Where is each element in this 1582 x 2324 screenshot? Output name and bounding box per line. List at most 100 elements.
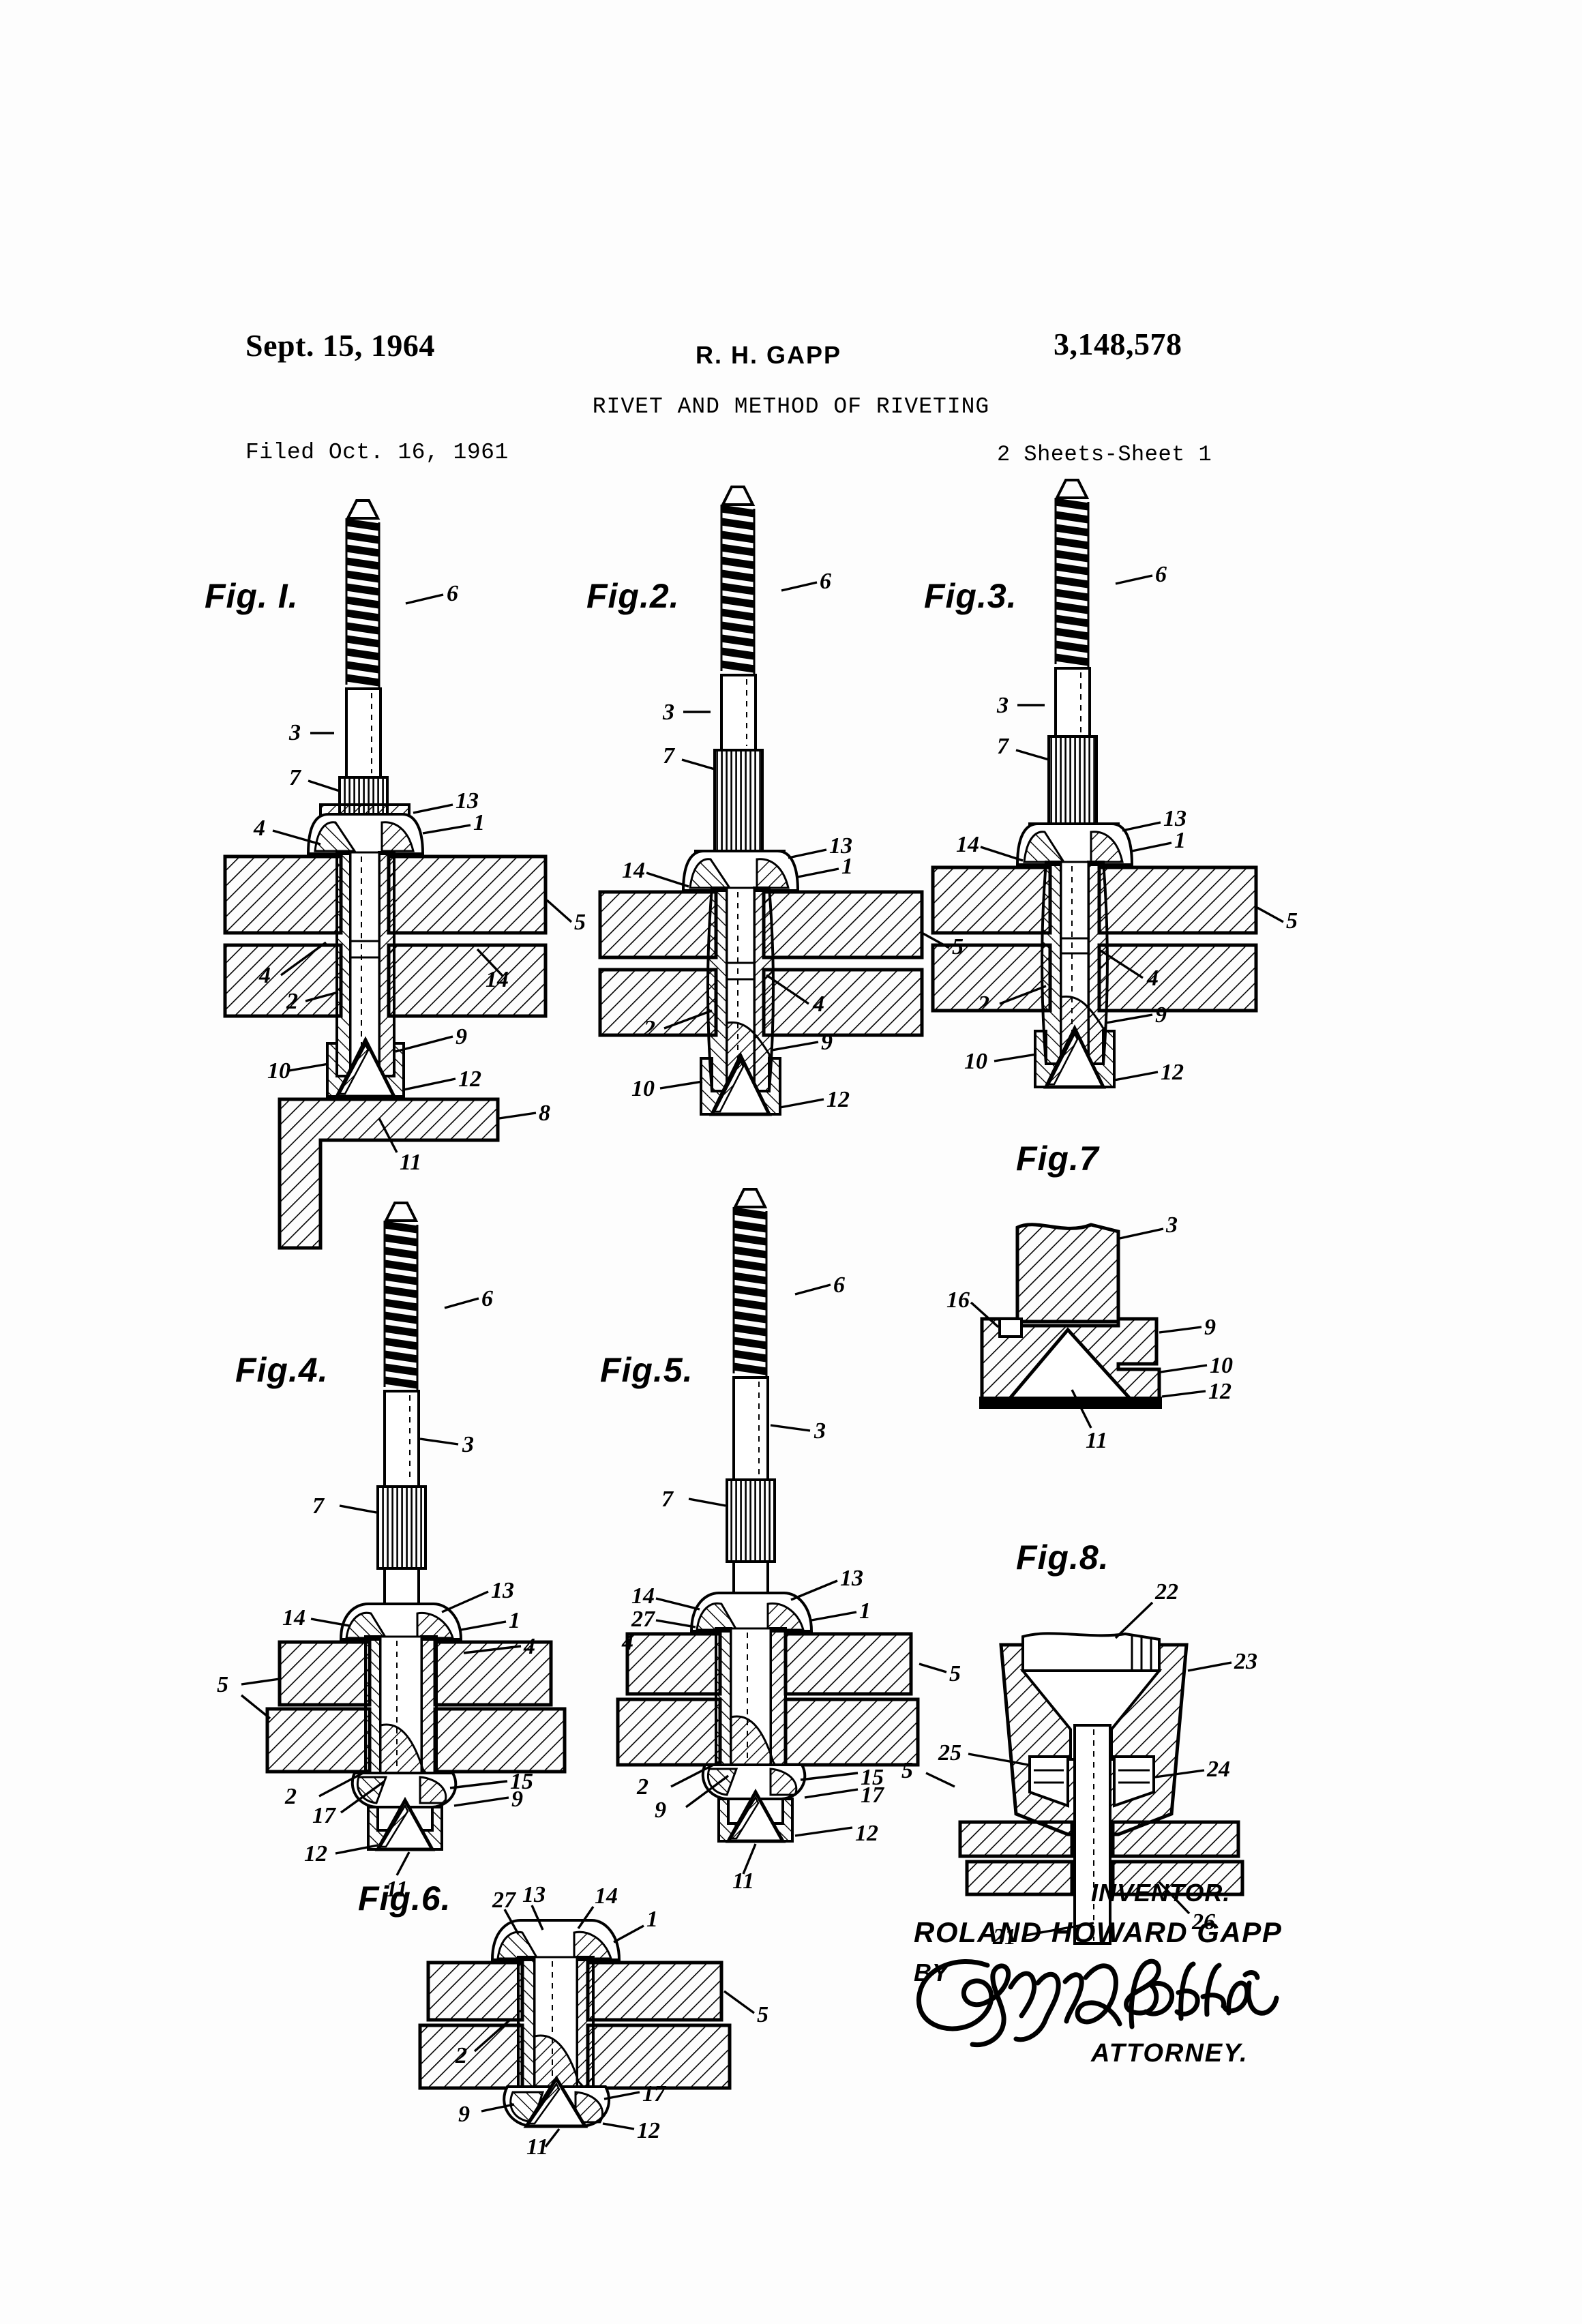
figure-4-drawing	[240, 1203, 567, 1876]
ref-numeral: 25	[938, 1740, 961, 1766]
ref-numeral: 10	[267, 1058, 290, 1084]
ref-numeral: 4	[622, 1630, 633, 1655]
ref-numeral: 7	[663, 743, 674, 769]
figure-1-caption: Fig. I.	[205, 577, 299, 615]
figure-6-caption: Fig.6.	[358, 1879, 451, 1918]
figure-3-drawing	[931, 480, 1284, 1089]
ref-numeral: 11	[732, 1868, 755, 1894]
ref-numeral: 9	[655, 1798, 666, 1823]
ref-numeral: 27	[492, 1888, 516, 1913]
ref-numeral: 14	[631, 1583, 655, 1609]
figure-4-caption: Fig.4.	[235, 1351, 329, 1389]
ref-numeral: 7	[997, 734, 1009, 759]
ref-numeral: 14	[486, 967, 509, 992]
figure-2-caption: Fig.2.	[586, 577, 680, 615]
ref-numeral: 1	[509, 1608, 520, 1633]
ref-numeral: 3	[997, 693, 1009, 718]
ref-numeral: 13	[491, 1578, 514, 1603]
ref-numeral: 6	[481, 1286, 493, 1311]
ref-numeral: 1	[841, 854, 853, 879]
ref-numeral: 9	[821, 1030, 833, 1055]
ref-numeral: 21	[993, 1924, 1016, 1950]
ref-numeral: 14	[622, 858, 645, 883]
ref-numeral: 22	[1155, 1579, 1178, 1605]
ref-numeral: 6	[447, 581, 458, 606]
ref-numeral: 15	[861, 1765, 884, 1790]
ref-numeral: 26	[1192, 1909, 1215, 1935]
ref-numeral: 2	[637, 1774, 648, 1800]
ref-numeral: 12	[855, 1821, 878, 1846]
ref-numeral: 2	[456, 2043, 467, 2068]
sheet-number: 2 Sheets-Sheet 1	[997, 442, 1212, 467]
ref-numeral: 11	[386, 1877, 408, 1902]
ref-numeral: 5	[757, 2002, 768, 2027]
ref-numeral: 7	[661, 1487, 673, 1512]
ref-numeral: 5	[217, 1672, 228, 1697]
ref-numeral: 14	[956, 832, 979, 857]
ref-numeral: 12	[304, 1841, 327, 1866]
ref-numeral: 17	[642, 2081, 666, 2106]
ref-numeral: 11	[400, 1150, 422, 1175]
ref-numeral: 27	[631, 1607, 655, 1632]
ref-numeral: 10	[964, 1049, 987, 1074]
ref-numeral: 17	[861, 1783, 884, 1808]
ref-numeral: 2	[978, 992, 989, 1017]
ref-numeral: 7	[289, 765, 301, 790]
figure-6-drawing	[418, 1905, 755, 2148]
ref-numeral: 14	[282, 1605, 305, 1630]
ref-numeral: 1	[859, 1598, 871, 1624]
patent-number: 3,148,578	[1054, 327, 1182, 361]
inventor-label: INVENTOR.	[1091, 1879, 1231, 1907]
ref-numeral: 8	[539, 1101, 550, 1126]
ref-numeral: 9	[1204, 1315, 1216, 1340]
ref-numeral: 14	[595, 1883, 618, 1909]
ref-numeral: 5	[952, 934, 964, 959]
inventor-initials: R. H. GAPP	[696, 341, 842, 369]
attorney-label: ATTORNEY.	[1091, 2039, 1249, 2068]
ref-numeral: 15	[510, 1769, 533, 1794]
ref-numeral: 4	[254, 816, 265, 841]
ref-numeral: 9	[511, 1787, 523, 1812]
ref-numeral: 24	[1207, 1757, 1230, 1782]
ref-numeral: 7	[312, 1493, 324, 1519]
ref-numeral: 11	[1086, 1428, 1108, 1453]
ref-numeral: 12	[458, 1067, 481, 1092]
inventor-name: ROLAND HOWARD GAPP	[914, 1916, 1283, 1948]
ref-numeral: 2	[285, 1784, 297, 1809]
patent-title: RIVET AND METHOD OF RIVETING	[592, 394, 990, 419]
attorney-signature	[916, 1958, 1279, 2048]
ref-numeral: 5	[901, 1758, 913, 1783]
ref-numeral: 5	[1286, 908, 1298, 934]
filing-date: Filed Oct. 16, 1961	[245, 440, 509, 465]
ref-numeral: 13	[522, 1882, 546, 1907]
figure-5-caption: Fig.5.	[600, 1351, 693, 1389]
figure-1-drawing	[223, 501, 573, 1250]
figure-8-caption: Fig.8.	[1016, 1538, 1109, 1577]
ref-numeral: 4	[259, 963, 271, 988]
ref-numeral: 3	[1166, 1212, 1178, 1238]
ref-numeral: 6	[833, 1272, 845, 1298]
ref-numeral: 9	[1155, 1002, 1167, 1028]
ref-numeral: 12	[1208, 1379, 1232, 1404]
ref-numeral: 16	[946, 1287, 970, 1313]
ref-numeral: 3	[289, 720, 301, 745]
ref-numeral: 13	[829, 833, 852, 859]
figure-7-drawing	[970, 1223, 1208, 1429]
ref-numeral: 11	[526, 2134, 549, 2160]
ref-numeral: 6	[820, 569, 831, 594]
ref-numeral: 1	[1174, 828, 1186, 853]
ref-numeral: 9	[456, 1024, 467, 1049]
ref-numeral: 10	[1210, 1353, 1233, 1378]
figure-2-drawing	[598, 487, 950, 1116]
ref-numeral: 13	[840, 1566, 863, 1591]
ref-numeral: 4	[524, 1634, 535, 1659]
ref-numeral: 9	[458, 2102, 470, 2127]
ref-numeral: 23	[1234, 1649, 1257, 1674]
figure-8-drawing	[925, 1601, 1244, 1945]
ref-numeral: 10	[631, 1076, 655, 1101]
ref-numeral: 12	[826, 1087, 850, 1112]
figure-5-drawing	[616, 1189, 947, 1875]
ref-numeral: 13	[1163, 806, 1186, 831]
